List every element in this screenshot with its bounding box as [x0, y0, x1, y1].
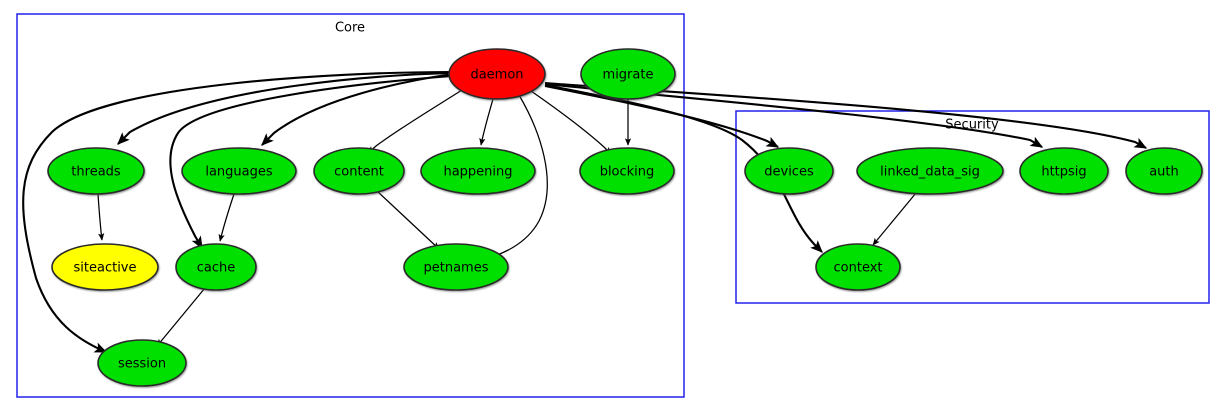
node-label-daemon: daemon [470, 68, 523, 83]
node-petnames[interactable]: petnames [403, 243, 509, 291]
node-shape-blocking[interactable] [579, 147, 675, 195]
cluster-core: Core [16, 13, 685, 398]
node-label-languages: languages [205, 165, 273, 180]
node-shape-content[interactable] [313, 147, 405, 195]
node-shape-migrate[interactable] [580, 48, 676, 100]
node-label-threads: threads [71, 165, 121, 180]
cluster-security: Security [735, 110, 1210, 304]
node-label-cache: cache [197, 261, 236, 276]
node-content[interactable]: content [313, 147, 405, 195]
node-session[interactable]: session [97, 339, 187, 387]
node-httpsig[interactable]: httpsig [1019, 147, 1109, 195]
node-siteactive[interactable]: siteactive [51, 243, 159, 291]
node-shape-auth[interactable] [1125, 147, 1203, 195]
node-daemon[interactable]: daemon [448, 48, 546, 100]
edge-daemon-blocking [530, 90, 612, 155]
node-label-session: session [118, 357, 166, 372]
node-auth[interactable]: auth [1125, 147, 1203, 195]
edge-threads-siteactive [97, 193, 105, 241]
node-migrate[interactable]: migrate [580, 48, 676, 100]
cluster-label-core: Core [335, 21, 365, 36]
edge-content-petnames [376, 190, 440, 250]
edge-daemon-cache [169, 74, 453, 250]
node-shape-session[interactable] [97, 339, 187, 387]
node-label-httpsig: httpsig [1041, 165, 1086, 180]
node-label-siteactive: siteactive [74, 261, 137, 276]
edge-daemon-context [544, 83, 823, 253]
node-shape-devices[interactable] [744, 147, 834, 195]
cluster-box-core [16, 13, 685, 398]
node-label-devices: devices [764, 165, 814, 180]
node-context[interactable]: context [815, 243, 901, 291]
node-label-petnames: petnames [424, 261, 489, 276]
node-shape-siteactive[interactable] [51, 243, 159, 291]
edge-daemon-session [22, 70, 453, 353]
node-label-blocking: blocking [600, 165, 655, 180]
node-shape-cache[interactable] [175, 243, 257, 291]
node-shape-petnames[interactable] [403, 243, 509, 291]
edge-daemon-petnames [478, 94, 548, 263]
node-label-auth: auth [1149, 165, 1179, 180]
node-shape-linked_data_sig[interactable] [856, 147, 1004, 195]
node-blocking[interactable]: blocking [579, 147, 675, 195]
edge-languages-cache [218, 193, 235, 242]
node-shape-daemon[interactable] [448, 48, 546, 100]
node-shape-languages[interactable] [181, 147, 297, 195]
node-languages[interactable]: languages [181, 147, 297, 195]
cluster-box-security [735, 110, 1210, 304]
edge-cache-session [156, 287, 206, 347]
edge-daemon-content [367, 89, 463, 154]
node-label-happening: happening [443, 165, 512, 180]
edge-group [22, 70, 1148, 353]
node-shape-threads[interactable] [47, 147, 145, 195]
node-label-context: context [834, 261, 883, 276]
node-linked_data_sig[interactable]: linked_data_sig [856, 147, 1004, 195]
node-threads[interactable]: threads [47, 147, 145, 195]
edge-linked_data_sig-context [872, 192, 917, 246]
node-devices[interactable]: devices [744, 147, 834, 195]
node-label-migrate: migrate [603, 68, 654, 83]
edge-daemon-happening [479, 98, 494, 146]
edge-daemon-threads [117, 71, 453, 145]
node-label-linked_data_sig: linked_data_sig [880, 165, 980, 180]
node-label-content: content [334, 165, 384, 180]
node-happening[interactable]: happening [420, 147, 536, 195]
node-shape-happening[interactable] [420, 147, 536, 195]
node-shape-httpsig[interactable] [1019, 147, 1109, 195]
node-cache[interactable]: cache [175, 243, 257, 291]
node-shape-context[interactable] [815, 243, 901, 291]
node-group: daemon migrate threads languages content happ… [47, 48, 1203, 387]
